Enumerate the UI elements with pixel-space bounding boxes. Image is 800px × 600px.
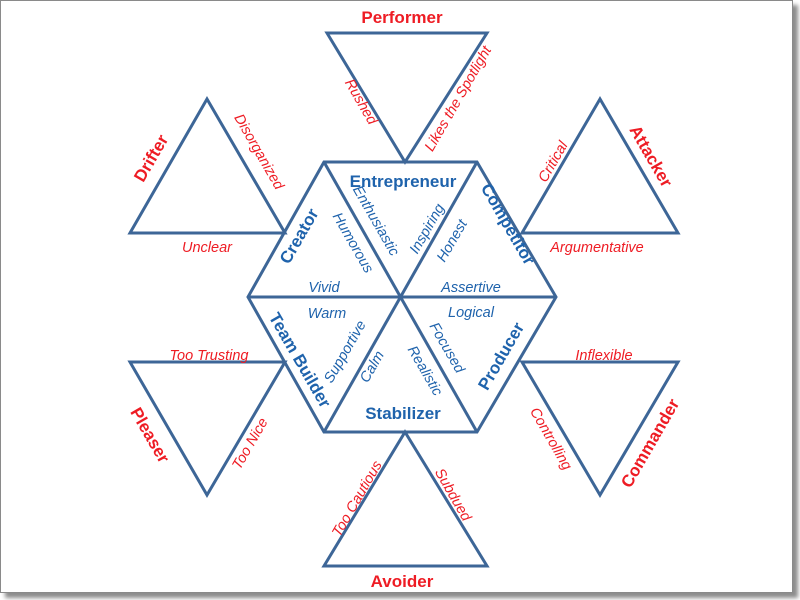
- style-pleaser-label: Pleaser: [126, 404, 173, 466]
- trait-vivid: Vivid: [308, 280, 340, 296]
- trait-realistic: Realistic: [404, 343, 446, 399]
- trait-logical: Logical: [448, 305, 495, 321]
- personality-hexagon-diagram: Entrepreneur Competitor Producer Stabili…: [126, 8, 683, 591]
- attacker-triangle: [519, 96, 681, 235]
- weakness-subdued: Subdued: [431, 466, 474, 525]
- performer-triangle: [324, 31, 490, 165]
- weakness-too-trusting: Too Trusting: [170, 348, 249, 364]
- slide-frame: Entrepreneur Competitor Producer Stabili…: [0, 0, 793, 593]
- weakness-likes-the-spotlight: Likes the Spotlight: [422, 43, 496, 154]
- weakness-inflexible: Inflexible: [575, 348, 632, 364]
- drifter-triangle: [127, 96, 288, 235]
- style-performer-label: Performer: [361, 8, 443, 27]
- role-competitor-label: Competitor: [477, 180, 539, 268]
- commander-triangle: [519, 360, 681, 498]
- avoider-triangle: [321, 429, 490, 568]
- role-entrepreneur-label: Entrepreneur: [350, 172, 457, 191]
- weakness-too-cautious: Too Cautious: [329, 458, 385, 540]
- role-team-builder-label: Team Builder: [265, 309, 335, 411]
- style-drifter-label: Drifter: [130, 131, 172, 185]
- weakness-argumentative: Argumentative: [549, 240, 644, 256]
- weakness-rushed: Rushed: [341, 76, 380, 128]
- role-stabilizer-label: Stabilizer: [365, 404, 441, 423]
- central-hexagon: [246, 160, 558, 434]
- trait-assertive: Assertive: [440, 280, 501, 296]
- trait-warm: Warm: [308, 306, 346, 322]
- pleaser-triangle: [127, 360, 288, 498]
- weakness-unclear: Unclear: [182, 240, 233, 256]
- style-avoider-label: Avoider: [371, 572, 434, 591]
